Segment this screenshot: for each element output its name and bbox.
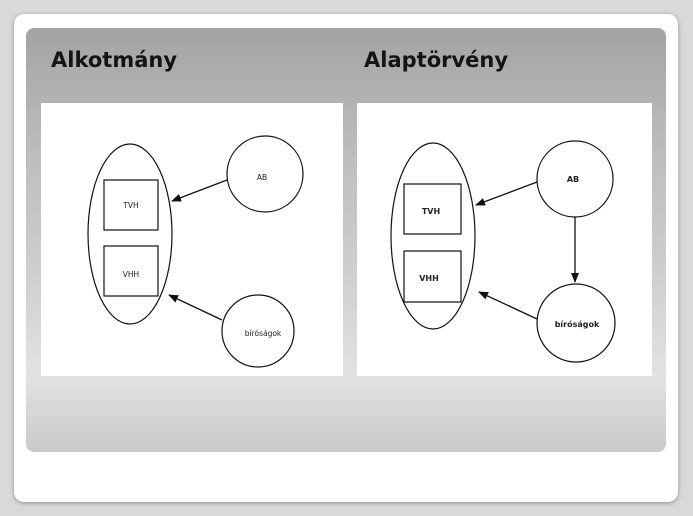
tvh-box (403, 183, 462, 235)
birosagok-label: bíróságok (245, 329, 282, 338)
tvh-label: TVH (422, 207, 440, 216)
left-diagram-svg: TVH VHH AB bíróságok (87, 135, 304, 368)
tvh-label: TVH (122, 201, 138, 210)
ab-label: AB (567, 175, 579, 184)
left-diagram: TVH VHH AB bíróságok (41, 103, 343, 376)
birosagok-circle (221, 294, 295, 368)
vhh-label: VHH (419, 274, 439, 283)
vhh-box (403, 250, 462, 303)
right-diagram-svg: TVH VHH AB bíróságok (390, 140, 616, 363)
right-diagram: TVH VHH AB bíróságok (357, 103, 652, 376)
vhh-label: VHH (123, 270, 139, 279)
tvh-box (103, 179, 159, 231)
container-ellipse (390, 142, 476, 330)
container-ellipse (87, 143, 173, 325)
birosagok-to-container-arrow (478, 291, 538, 320)
birosagok-to-container-arrow (168, 294, 223, 321)
ab-to-container-arrow (171, 179, 228, 202)
birosagok-label: bíróságok (555, 319, 600, 329)
left-title: Alkotmány (51, 48, 178, 72)
vhh-box (103, 245, 159, 297)
ab-circle (226, 135, 304, 213)
birosagok-circle (536, 283, 616, 363)
right-title: Alaptörvény (364, 48, 509, 72)
ab-label: AB (257, 173, 267, 182)
ab-to-container-arrow (475, 181, 538, 206)
